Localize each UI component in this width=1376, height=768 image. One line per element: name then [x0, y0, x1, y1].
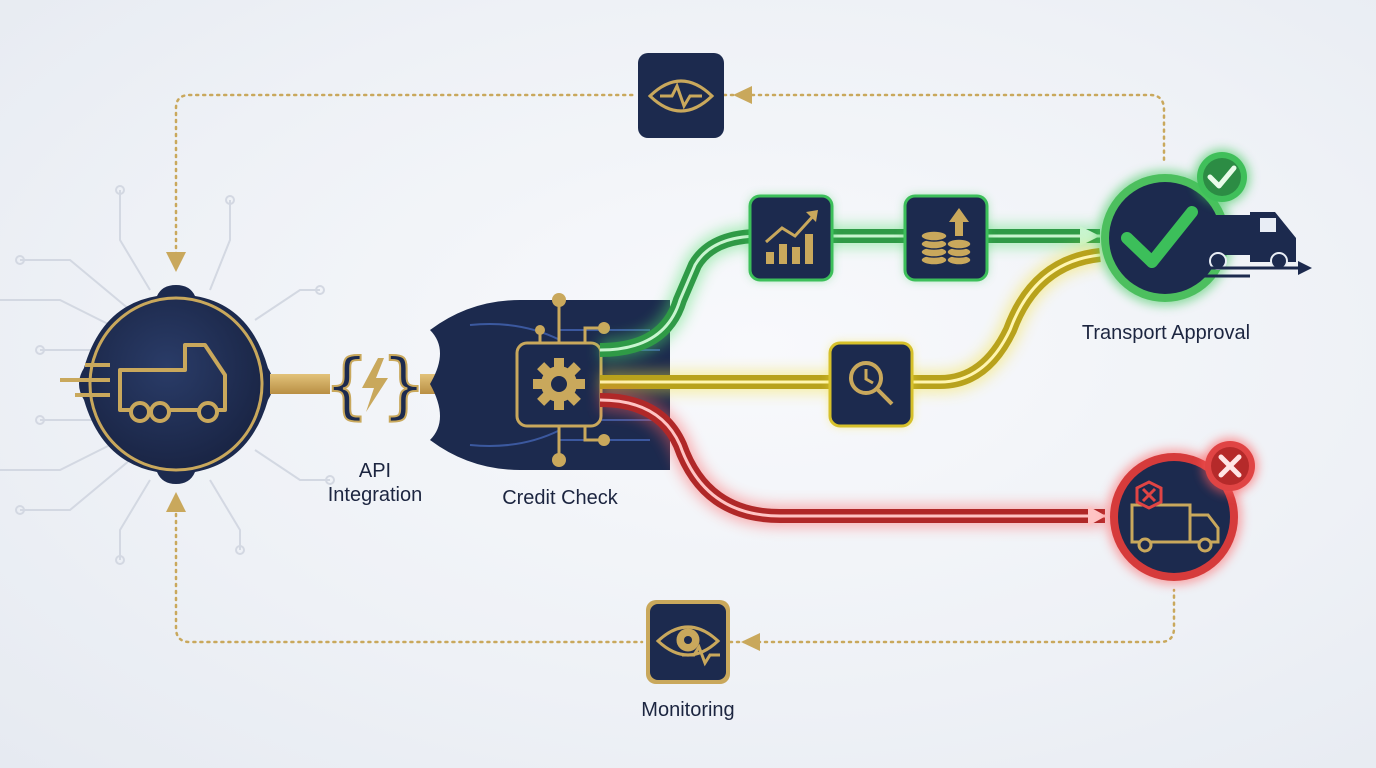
transport-approval-label: Transport Approval [1081, 322, 1251, 344]
truck-icon [60, 343, 227, 423]
monitor-bottom-node [646, 600, 730, 684]
loop-arrowheads [166, 86, 760, 651]
api-label-line2: Integration [327, 484, 423, 506]
truck-icon [1170, 212, 1312, 278]
growth-node [748, 194, 834, 282]
review-node [828, 341, 914, 428]
search-clock-icon [849, 361, 894, 406]
source-node [60, 285, 273, 484]
eye-pulse-icon [647, 79, 715, 113]
api-node: { } [324, 342, 426, 428]
api-label-line1: API [358, 460, 392, 482]
funds-node [903, 194, 989, 282]
credit-check-label: Credit Check [502, 487, 618, 509]
monitor-top-node [638, 53, 724, 138]
blocked-truck-icon [1130, 480, 1220, 553]
monitoring-loop [174, 93, 1176, 644]
growth-chart-icon [765, 210, 818, 264]
rejection-path [599, 389, 1106, 527]
svg-text:}: } [382, 343, 425, 427]
circuit-traces [0, 185, 335, 565]
api-braces-lightning-icon: { } [324, 342, 426, 428]
rejected-node [1106, 438, 1258, 585]
checkmark-icon [1121, 206, 1198, 268]
svg-text:{: { [325, 343, 368, 427]
approval-node [1097, 149, 1312, 306]
check-badge-icon [1194, 149, 1250, 205]
x-badge-icon [1202, 438, 1258, 494]
monitoring-label: Monitoring [641, 699, 735, 721]
source-connector [270, 374, 330, 394]
approval-path [599, 225, 1100, 361]
eye-pulse-icon [655, 625, 721, 667]
gear-icon [533, 358, 585, 410]
coin-stack-icon [920, 208, 972, 266]
api-integration-label: API Integration [300, 459, 450, 507]
review-path [600, 244, 1102, 393]
